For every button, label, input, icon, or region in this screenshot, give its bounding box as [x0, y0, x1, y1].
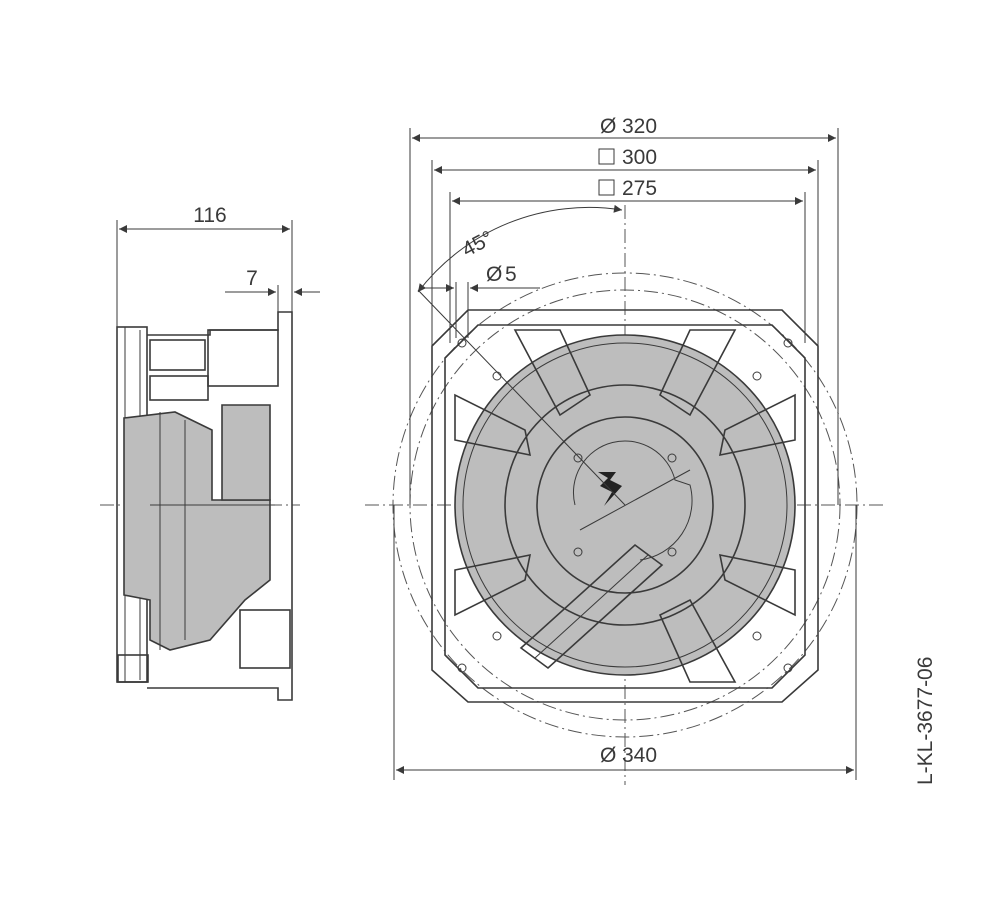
side-housing — [147, 311, 293, 701]
dim-340-label: Ø 340 — [600, 744, 657, 767]
dim-45-arc — [417, 204, 623, 293]
diameter-symbol: Ø — [600, 115, 616, 138]
hub-terminal-line — [579, 469, 691, 531]
side-motor-top — [222, 405, 270, 500]
diameter-symbol: Ø — [600, 744, 616, 767]
dim-300-label: 300 — [598, 146, 657, 169]
diameter-symbol: Ø — [486, 263, 502, 286]
strut-top-left — [513, 329, 592, 417]
drawing-id: L-KL-3677-06 — [914, 657, 937, 785]
strut-bottom-right — [658, 598, 737, 683]
mount-hole-inner — [492, 371, 502, 381]
dim-5-label: Ø 5 — [486, 263, 517, 286]
housing-outer — [431, 309, 819, 703]
hub-hole — [667, 453, 677, 463]
side-upper-block-2 — [149, 375, 209, 401]
strut-left-upper — [454, 393, 532, 457]
hub-terminal-arc — [572, 440, 693, 561]
mount-hole-inner — [752, 371, 762, 381]
mount-hole — [457, 663, 467, 673]
square-symbol — [598, 148, 615, 165]
hub-ring — [504, 384, 746, 626]
square-symbol — [598, 179, 615, 196]
strut-right-lower — [718, 553, 796, 617]
front-view: Ø 320 300 275 45° Ø 5 — [365, 115, 885, 785]
hub-outline — [536, 416, 714, 594]
dim-275-label: 275 — [598, 177, 657, 200]
side-motor-top-outline — [221, 404, 271, 501]
hub-screw-holes — [573, 453, 677, 557]
dim-hole-spacing-value: 275 — [622, 177, 657, 200]
hub-hole — [573, 453, 583, 463]
side-terminal-box — [207, 329, 279, 387]
strut-left-lower — [454, 553, 532, 617]
mount-hole — [457, 338, 467, 348]
side-bottom-block — [239, 609, 291, 669]
dim-45-leader — [417, 289, 626, 506]
dim-depth-116: 116 — [193, 204, 226, 227]
mounting-holes — [457, 338, 793, 673]
dim-outer-circle-value: 320 — [622, 115, 657, 138]
dim-square-value: 300 — [622, 146, 657, 169]
dim-overall-value: 340 — [622, 744, 657, 767]
housing-inner — [444, 324, 806, 689]
outer-340-circle — [392, 272, 858, 738]
dim-hole-diameter-value: 5 — [505, 263, 517, 286]
fan-ring-outer — [454, 334, 796, 676]
mount-hole — [783, 663, 793, 673]
dim-angle-45: 45° — [458, 226, 497, 261]
side-foot — [117, 654, 149, 683]
hub-hole — [573, 547, 583, 557]
dim-flange-7: 7 — [246, 267, 258, 290]
cable-conduit — [519, 543, 664, 670]
dim-320-label: Ø 320 — [600, 115, 657, 138]
cable-conduit-center — [534, 554, 649, 659]
hub-hole — [667, 547, 677, 557]
side-view: 116 7 — [100, 204, 320, 701]
mount-hole — [783, 338, 793, 348]
mount-hole-inner — [752, 631, 762, 641]
mount-hole-inner — [492, 631, 502, 641]
side-upper-block — [149, 339, 206, 371]
side-impeller-outline — [123, 411, 271, 651]
strut-right-upper — [718, 393, 796, 457]
fan-ring-inner — [462, 342, 788, 668]
strut-top-right — [658, 329, 737, 417]
